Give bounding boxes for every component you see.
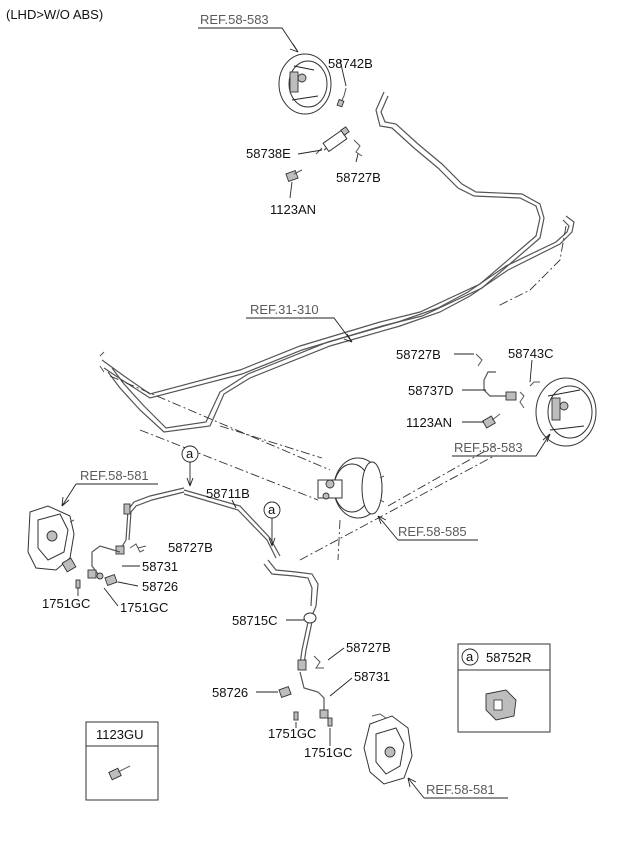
part-label-1751GC-left-b: 1751GC	[120, 600, 168, 615]
brake-hose-58738E	[315, 126, 350, 155]
legend-part-1123GU: 1123GU	[96, 727, 143, 742]
part-label-58737D: 58737D	[408, 383, 454, 398]
bleeder-1751GC-low-a	[293, 711, 299, 721]
rear-drum-backing-plate-right	[535, 377, 597, 447]
bleeder-1751GC-low-b	[327, 717, 333, 727]
ref-label-pipe: REF.31-310	[250, 302, 319, 317]
part-label-58711B: 58711B	[206, 486, 250, 501]
legend-box-1123GU: 1123GU	[85, 721, 159, 801]
callout-a-2-text: a	[268, 502, 276, 517]
ref-label-top-drum: REF.58-583	[200, 12, 269, 27]
part-label-1751GC-left-a: 1751GC	[42, 596, 90, 611]
reference-lines	[109, 225, 567, 561]
main-brake-pipes	[99, 91, 575, 433]
bolt-1123AN-right	[482, 415, 496, 429]
caliper-pipe-58731-low	[299, 671, 325, 714]
brake-hose-58737D	[483, 371, 510, 397]
leader-lines	[61, 27, 551, 799]
part-label-58727B-top: 58727B	[336, 170, 381, 185]
part-label-58738E: 58738E	[246, 146, 291, 161]
bleeder-1751GC-left-b	[96, 572, 104, 580]
part-label-58742B: 58742B	[328, 56, 373, 71]
bolt-58726-left	[104, 573, 118, 587]
bolt-1123AN-top	[285, 169, 303, 183]
rear-drum-backing-plate-top	[278, 53, 332, 115]
bolt-shank-right	[491, 413, 501, 421]
ref-label-right-drum: REF.58-583	[454, 440, 523, 455]
clip-58727B-right	[475, 353, 483, 367]
ref-label-right-caliper: REF.58-581	[426, 782, 495, 797]
legend-part-58752R: 58752R	[486, 650, 532, 665]
callout-a-1-text: a	[186, 446, 194, 461]
front-hose-left-58711B	[115, 487, 281, 559]
part-label-58727B-right: 58727B	[396, 347, 441, 362]
bleeder-1751GC-left	[75, 579, 81, 589]
bolt-1123GU-icon	[108, 765, 131, 781]
part-label-1751GC-low-a: 1751GC	[268, 726, 316, 741]
clip-58727B-low	[313, 655, 324, 669]
part-label-58731-left: 58731	[142, 559, 178, 574]
front-caliper-left	[27, 505, 77, 573]
clip-bracket-right	[519, 391, 525, 409]
ref-label-booster: REF.58-585	[398, 524, 467, 539]
part-label-58726-left: 58726	[142, 579, 178, 594]
ref-label-left-caliper: REF.58-581	[80, 468, 149, 483]
part-label-1123AN-top: 1123AN	[270, 202, 316, 217]
variant-title: (LHD>W/O ABS)	[6, 7, 103, 22]
part-label-1751GC-low-b: 1751GC	[304, 745, 352, 760]
clip-58752R-icon	[485, 689, 517, 721]
legend-callout-a: a	[466, 649, 474, 664]
hose-fitting-right	[505, 391, 517, 401]
part-label-58727B-left: 58727B	[168, 540, 213, 555]
caliper-pipe-58731-left	[91, 545, 121, 575]
part-label-1123AN-right: 1123AN	[406, 415, 452, 430]
clip-58727B-top	[353, 139, 363, 157]
clip-58727B-left	[129, 543, 145, 553]
brake-booster-master-cylinder	[317, 457, 385, 519]
part-label-58726-low: 58726	[212, 685, 248, 700]
callout-a-2: a	[263, 501, 281, 519]
bleeder-hose-58742B	[340, 87, 347, 103]
callout-a-1: a	[181, 445, 199, 463]
front-hose-right-58715C	[263, 559, 319, 671]
legend-box-58752R: a 58752R	[457, 643, 551, 733]
part-label-58715C: 58715C	[232, 613, 278, 628]
fitting-1751GC-left-a	[87, 569, 97, 579]
bleeder-hose-58743C	[529, 381, 540, 387]
fitting-1751GC-low	[319, 709, 329, 719]
bleeder-fitting	[336, 98, 345, 108]
front-caliper-right	[363, 713, 413, 785]
part-label-58743C: 58743C	[508, 346, 554, 361]
part-label-58731-low: 58731	[354, 669, 390, 684]
part-label-58727B-low: 58727B	[346, 640, 391, 655]
bolt-58726-low	[278, 685, 292, 699]
